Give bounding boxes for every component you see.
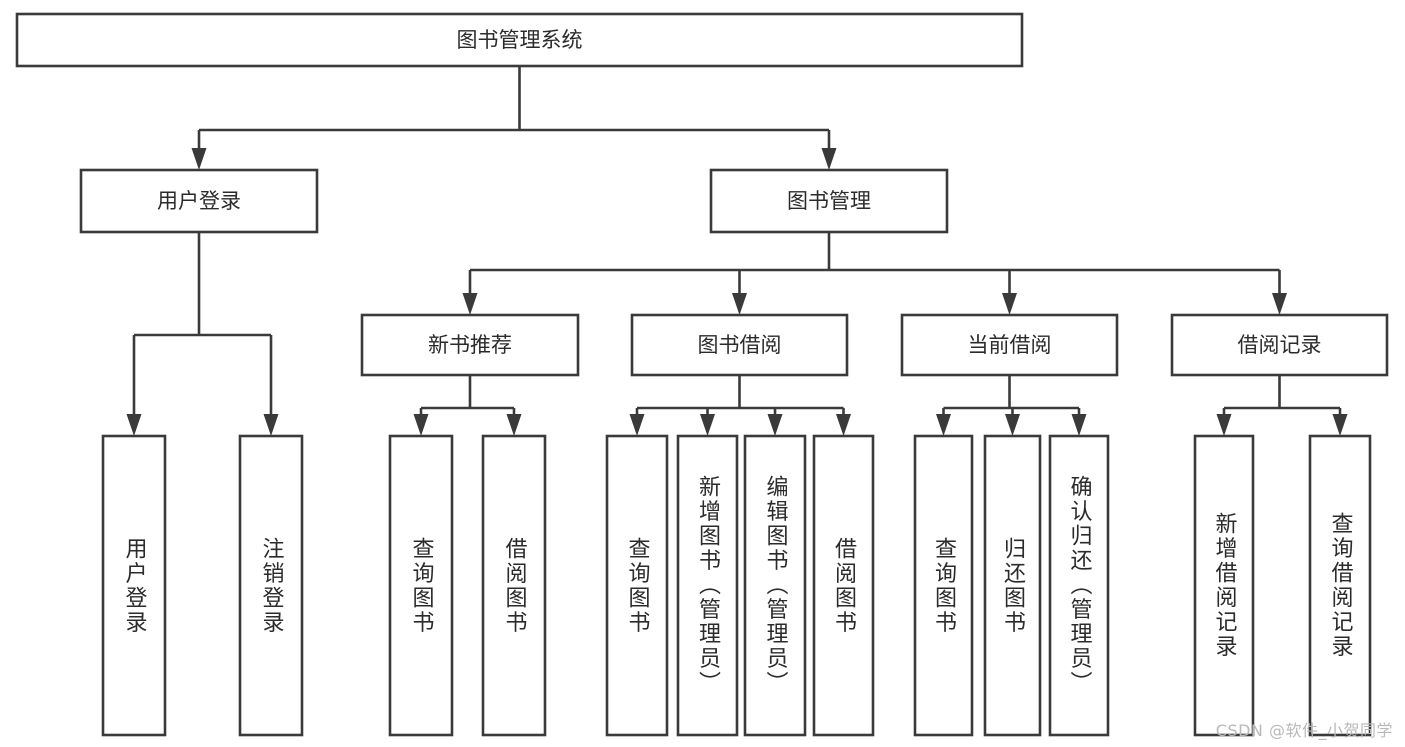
node-box-query-borrow-record bbox=[1308, 434, 1372, 737]
node-box-confirm-return-admin bbox=[1048, 434, 1110, 737]
node-box-root bbox=[15, 12, 1024, 68]
node-box-q-book-1 bbox=[388, 434, 454, 737]
node-box-book-borrow bbox=[630, 313, 849, 377]
node-box-book-manage bbox=[709, 168, 949, 234]
arrow-head-icon bbox=[191, 148, 207, 170]
node-box-borrow-book-1 bbox=[481, 434, 547, 737]
arrow-head-icon bbox=[936, 414, 951, 436]
node-label-current-borrow: 当前借阅 bbox=[968, 333, 1052, 357]
watermark-text: CSDN @软件_小贺同学 bbox=[1215, 721, 1393, 740]
arrow-head-icon bbox=[700, 414, 715, 436]
arrow-head-icon bbox=[1332, 414, 1348, 436]
arrow-head-icon bbox=[1216, 414, 1232, 436]
node-label-book-manage: 图书管理 bbox=[787, 189, 871, 213]
node-box-user-login-leaf bbox=[101, 434, 167, 737]
node-box-q-book-2 bbox=[605, 434, 669, 737]
connector-layer bbox=[126, 66, 1348, 436]
node-box-user-login bbox=[79, 168, 319, 234]
node-label-borrow-record: 借阅记录 bbox=[1238, 333, 1322, 357]
node-box-borrow-record bbox=[1170, 313, 1389, 377]
node-box-edit-book-admin bbox=[743, 434, 807, 737]
arrow-head-icon bbox=[1002, 293, 1017, 315]
node-box-add-borrow-record bbox=[1193, 434, 1255, 737]
node-box-borrow-book-2 bbox=[812, 434, 875, 737]
node-label-book-borrow: 图书借阅 bbox=[698, 333, 782, 357]
arrow-head-icon bbox=[821, 148, 837, 170]
node-box-q-book-3 bbox=[913, 434, 974, 737]
node-box-current-borrow bbox=[900, 313, 1119, 377]
arrow-head-icon bbox=[1071, 414, 1087, 436]
arrow-head-icon bbox=[413, 414, 429, 436]
node-box-new-book-rec bbox=[360, 313, 580, 377]
arrow-head-icon bbox=[732, 293, 747, 315]
node-box-add-book-admin bbox=[676, 434, 739, 737]
arrow-head-icon bbox=[1005, 414, 1020, 436]
arrow-head-icon bbox=[836, 414, 851, 436]
arrow-head-icon bbox=[126, 414, 142, 436]
node-label-root: 图书管理系统 bbox=[457, 28, 583, 52]
node-label-user-login: 用户登录 bbox=[157, 189, 241, 213]
box-layer bbox=[15, 12, 1389, 737]
node-label-new-book-rec: 新书推荐 bbox=[428, 333, 512, 357]
node-box-return-book bbox=[983, 434, 1042, 737]
arrow-head-icon bbox=[629, 414, 645, 436]
arrow-head-icon bbox=[767, 414, 783, 436]
node-box-user-logout-leaf bbox=[238, 434, 304, 737]
arrow-head-icon bbox=[1272, 293, 1287, 315]
arrow-head-icon bbox=[506, 414, 522, 436]
arrow-head-icon bbox=[462, 293, 478, 315]
arrow-head-icon bbox=[263, 414, 279, 436]
